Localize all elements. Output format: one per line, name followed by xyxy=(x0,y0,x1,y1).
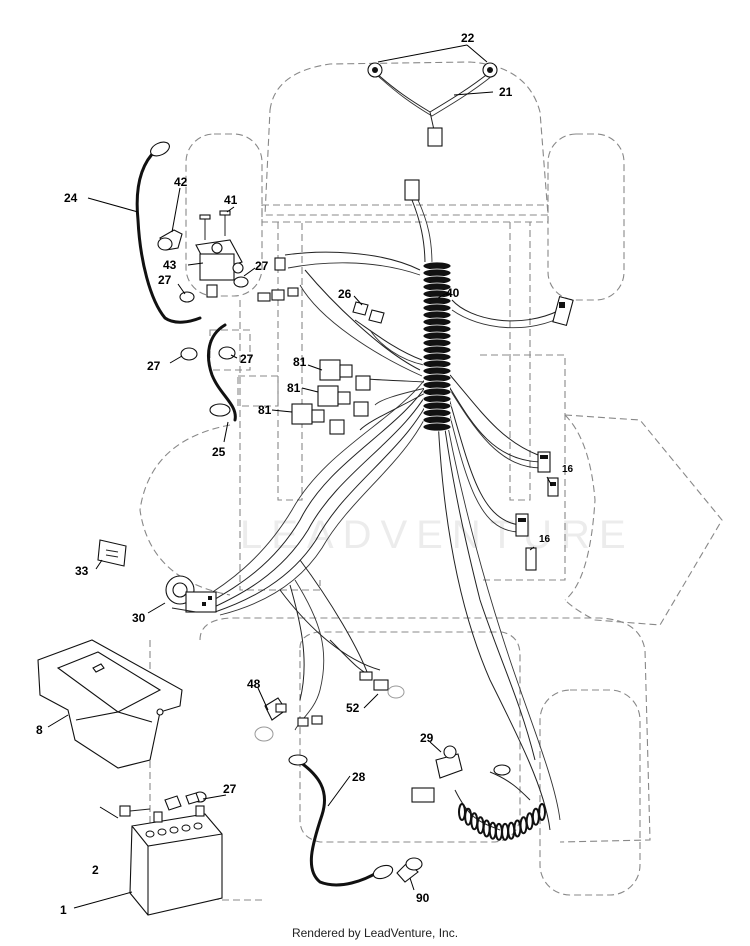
connector-16-upper xyxy=(537,451,559,497)
callout-27-d: 27 xyxy=(240,352,254,366)
callout-8: 8 xyxy=(36,723,43,737)
callout-24: 24 xyxy=(64,191,78,205)
fuse-holder-33 xyxy=(97,539,127,567)
bulb-52 xyxy=(359,671,405,699)
coil-turn xyxy=(458,803,466,821)
callout-48: 48 xyxy=(247,677,261,691)
terminal-boot-90 xyxy=(396,857,423,883)
coil-turn xyxy=(507,821,516,840)
footer-credit: Rendered by LeadVenture, Inc. xyxy=(291,926,459,940)
coil-turn xyxy=(519,816,528,835)
coil-turn xyxy=(476,816,485,835)
callout-43: 43 xyxy=(163,258,177,272)
callout-81-b: 81 xyxy=(287,381,301,395)
callout-26: 26 xyxy=(338,287,352,301)
callout-22: 22 xyxy=(461,31,475,45)
callout-41: 41 xyxy=(224,193,238,207)
callout-42: 42 xyxy=(174,175,188,189)
callout-1: 1 xyxy=(60,903,67,917)
callout-33: 33 xyxy=(75,564,89,578)
battery-1 xyxy=(129,805,223,916)
callout-25: 25 xyxy=(212,445,226,459)
coil-turn xyxy=(525,812,534,831)
coil-turn xyxy=(513,819,522,838)
coil-turn xyxy=(531,807,540,826)
cable-25 xyxy=(207,323,237,422)
front-left-terminals xyxy=(257,257,299,302)
callout-40: 40 xyxy=(446,286,460,300)
battery-box-8 xyxy=(37,639,183,769)
bolt-2 xyxy=(119,805,151,817)
coil-turn xyxy=(488,821,497,840)
callout-16-upper: 16 xyxy=(562,464,574,475)
terminal-boot-42 xyxy=(157,229,183,251)
headlight-assembly xyxy=(367,62,498,147)
coil-turn xyxy=(470,812,479,831)
callout-16-lower: 16 xyxy=(539,534,551,545)
coil-turn xyxy=(422,422,452,432)
ignition-switch-30 xyxy=(165,575,217,613)
harness-connector-right xyxy=(552,295,574,327)
watermark: LEADVENTURE xyxy=(240,513,635,557)
relays-81 xyxy=(291,359,371,435)
callout-27-a: 27 xyxy=(255,259,269,273)
callout-27-e: 27 xyxy=(223,782,237,796)
leader-lines xyxy=(47,44,553,909)
callout-27-c: 27 xyxy=(147,359,161,373)
terminal-clamps xyxy=(164,792,200,811)
callout-29: 29 xyxy=(420,731,434,745)
callout-labels: 1 2 8 16 16 21 22 24 25 26 27 27 27 27 2… xyxy=(36,31,574,917)
cable-24 xyxy=(135,148,202,324)
harness-connector-top xyxy=(404,179,420,201)
callout-90: 90 xyxy=(416,891,430,905)
coil-turn xyxy=(538,803,546,821)
seat-switch-29 xyxy=(411,745,501,831)
callout-27-b: 27 xyxy=(158,273,172,287)
callout-81-a: 81 xyxy=(293,355,307,369)
bulbs-48 xyxy=(254,697,323,742)
cable-28 xyxy=(298,760,380,887)
connector-16-lower xyxy=(515,513,537,571)
callout-28: 28 xyxy=(352,770,366,784)
nuts-27 xyxy=(179,276,249,803)
coiled-harness-40 xyxy=(422,261,452,432)
callout-81-c: 81 xyxy=(258,403,272,417)
tractor-outline xyxy=(139,61,723,901)
terminals-26 xyxy=(352,301,385,324)
coiled-wire-seat xyxy=(458,803,546,841)
coil-turn xyxy=(501,822,510,841)
callout-52: 52 xyxy=(346,701,360,715)
callout-21: 21 xyxy=(499,85,513,99)
coil-turn xyxy=(482,819,491,838)
starter-solenoid-43 xyxy=(195,210,244,298)
coil-turn xyxy=(494,822,503,841)
callout-2: 2 xyxy=(92,863,99,877)
callout-30: 30 xyxy=(132,611,146,625)
